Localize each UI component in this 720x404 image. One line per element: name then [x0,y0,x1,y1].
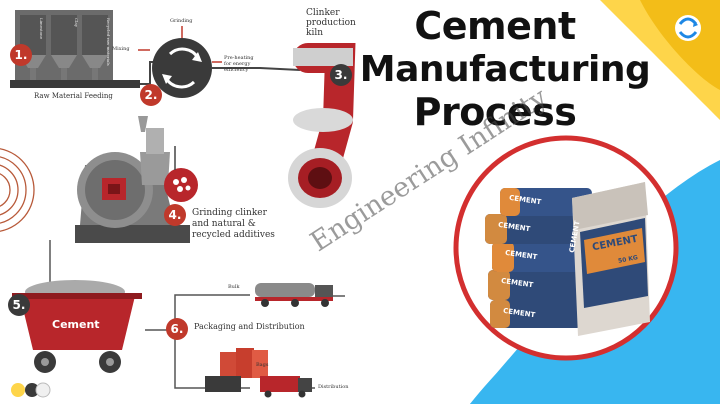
bags-and-truck [205,348,312,398]
step-3-label-line-1: Clinker [306,8,340,18]
bulk-label: Bulk [228,284,240,290]
grinding-label: Grinding [170,18,193,24]
step-4-label: Grinding clinker and natural & recycled … [192,208,275,241]
preheating-label: Pre-heating for energy efficiency [224,55,254,73]
step-number-6: 6. [166,318,188,340]
step-3-label: Clinker production kiln [306,8,356,38]
step-5-label: Cement [52,318,100,331]
logo-icon [675,15,701,41]
mixing-label: Mixing [112,46,130,52]
clinker-kiln [288,43,356,208]
cement-cart [12,280,142,373]
three-dots-icon [11,382,51,398]
preheating-line-2: for energy [224,61,251,67]
step-4-label-line-3: recycled additives [192,230,275,240]
bags-label: Bags [256,362,269,368]
title-line-1: Cement [414,4,576,48]
step-4-label-line-2: and natural & [192,219,256,229]
step-number-5: 5. [8,294,30,316]
step-6-label: Packaging and Distribution [194,322,305,331]
step-3-label-line-2: production [306,18,356,28]
bulk-truck [255,283,333,307]
step-number-2: 2. [140,84,162,106]
title-line-2: Manufacturing [359,49,651,90]
step-1-label: Raw Material Feeding [34,92,113,100]
preheating-line-3: efficiency [224,67,249,73]
cement-bags-photo [453,135,679,361]
silo-label-clay: Clay [74,18,79,27]
distribution-label: Distribution [318,384,349,390]
silo-label-limestone: Limestone [39,18,44,40]
grinding-mill [75,116,198,243]
mixing-grinding-unit [138,26,301,98]
step-number-1: 1. [10,44,32,66]
step-3-label-line-3: kiln [306,28,324,38]
step-number-4: 4. [164,204,186,226]
step-number-3: 3. [330,64,352,86]
title-line-3: Process [413,90,577,134]
preheating-line-1: Pre-heating [224,55,254,61]
silo-label-recycled: Recycled raw materials [106,18,111,66]
step-4-label-line-1: Grinding clinker [192,208,267,218]
spiral-decoration-icon [0,148,35,232]
